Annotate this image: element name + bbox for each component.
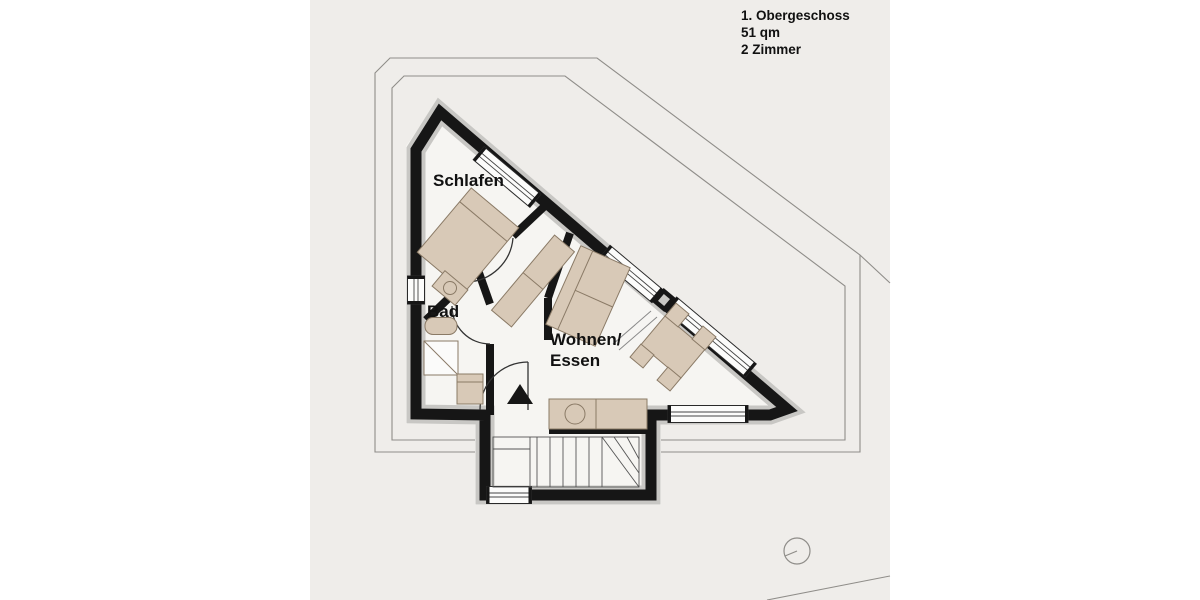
window-end-cap bbox=[528, 486, 532, 504]
door-swing-arc bbox=[451, 305, 491, 345]
title-block: 1. Obergeschoss 51 qm 2 Zimmer bbox=[741, 7, 850, 58]
window-end-cap bbox=[407, 301, 425, 304]
north-tick bbox=[784, 550, 798, 557]
title-floor-name: 1. Obergeschoss bbox=[741, 8, 850, 23]
chair-body bbox=[629, 343, 655, 369]
door-bad bbox=[451, 305, 491, 345]
north-indicator bbox=[783, 537, 811, 565]
title-room-count: 2 Zimmer bbox=[741, 42, 802, 57]
interior-wall bbox=[510, 200, 551, 239]
window bbox=[472, 146, 542, 208]
window-end-cap bbox=[486, 486, 490, 504]
chair bbox=[691, 325, 717, 351]
site-outline-inner bbox=[391, 75, 846, 441]
window-end-cap bbox=[407, 276, 425, 279]
kitchen-counter-sink bbox=[564, 403, 586, 425]
window-end-cap bbox=[745, 405, 748, 423]
kitchen-counter bbox=[548, 398, 648, 430]
chair bbox=[664, 302, 690, 328]
door-schlafen bbox=[466, 237, 514, 283]
staircase bbox=[492, 436, 640, 488]
window-end-cap bbox=[473, 146, 487, 162]
window-end-cap bbox=[665, 297, 679, 313]
shower bbox=[423, 340, 459, 376]
window bbox=[667, 405, 749, 423]
window-frame bbox=[407, 275, 425, 305]
window-frame bbox=[667, 405, 749, 423]
roof-slope-line bbox=[618, 316, 658, 351]
window-frame bbox=[486, 486, 532, 504]
room-label-schlafen: Schlafen bbox=[433, 171, 504, 190]
room-label-bad: Bad bbox=[427, 302, 459, 321]
nightstand bbox=[431, 269, 469, 307]
pillar-liner bbox=[658, 293, 670, 307]
kitchen-counter-body bbox=[548, 398, 648, 430]
window-glass-line bbox=[478, 155, 533, 202]
chair-body bbox=[691, 325, 717, 351]
window-end-cap bbox=[527, 192, 541, 208]
chair-body bbox=[664, 302, 690, 328]
window-mullion-pillar bbox=[652, 287, 676, 313]
chair bbox=[629, 343, 655, 369]
vanity-body bbox=[424, 317, 458, 335]
sofa bbox=[545, 245, 631, 347]
wardrobe-detail-line bbox=[522, 272, 544, 290]
stair-tread bbox=[613, 436, 640, 474]
north-circle bbox=[783, 537, 811, 565]
bed-body bbox=[416, 187, 520, 293]
entrance-arrow bbox=[507, 384, 533, 404]
roof-slope-line bbox=[612, 310, 652, 345]
window bbox=[407, 275, 425, 305]
interior-wall bbox=[474, 268, 494, 306]
window-end-cap bbox=[668, 405, 671, 423]
chair bbox=[656, 366, 682, 392]
wardrobe bbox=[490, 234, 576, 328]
window-glass-line bbox=[607, 251, 658, 294]
stair-tread bbox=[601, 436, 640, 488]
site-outline bbox=[374, 57, 891, 600]
bed-detail-line bbox=[459, 201, 508, 242]
window bbox=[486, 486, 532, 504]
dining-table bbox=[640, 315, 706, 379]
bed bbox=[416, 187, 520, 293]
site-boundary-line bbox=[859, 254, 891, 284]
room-label-wohnen: Wohnen/ bbox=[550, 330, 622, 349]
wc-body bbox=[456, 373, 484, 405]
shower-detail-line bbox=[423, 340, 459, 376]
chair-body bbox=[656, 366, 682, 392]
site-boundary-line bbox=[766, 575, 891, 600]
door-swing-arc bbox=[466, 237, 514, 283]
room-label-essen: Essen bbox=[550, 351, 600, 370]
wc bbox=[456, 373, 484, 405]
stair-outline bbox=[492, 436, 640, 488]
window-end-cap bbox=[649, 287, 663, 303]
nightstand-detail-circle bbox=[443, 281, 457, 295]
vanity bbox=[424, 317, 458, 335]
nightstand-body bbox=[431, 269, 469, 307]
dining-table-body bbox=[640, 315, 706, 379]
title-area: 51 qm bbox=[741, 25, 781, 40]
stair-tread bbox=[626, 436, 640, 460]
window-end-cap bbox=[743, 361, 757, 377]
sofa-detail-line bbox=[575, 289, 613, 308]
window-glass-line bbox=[481, 152, 536, 199]
